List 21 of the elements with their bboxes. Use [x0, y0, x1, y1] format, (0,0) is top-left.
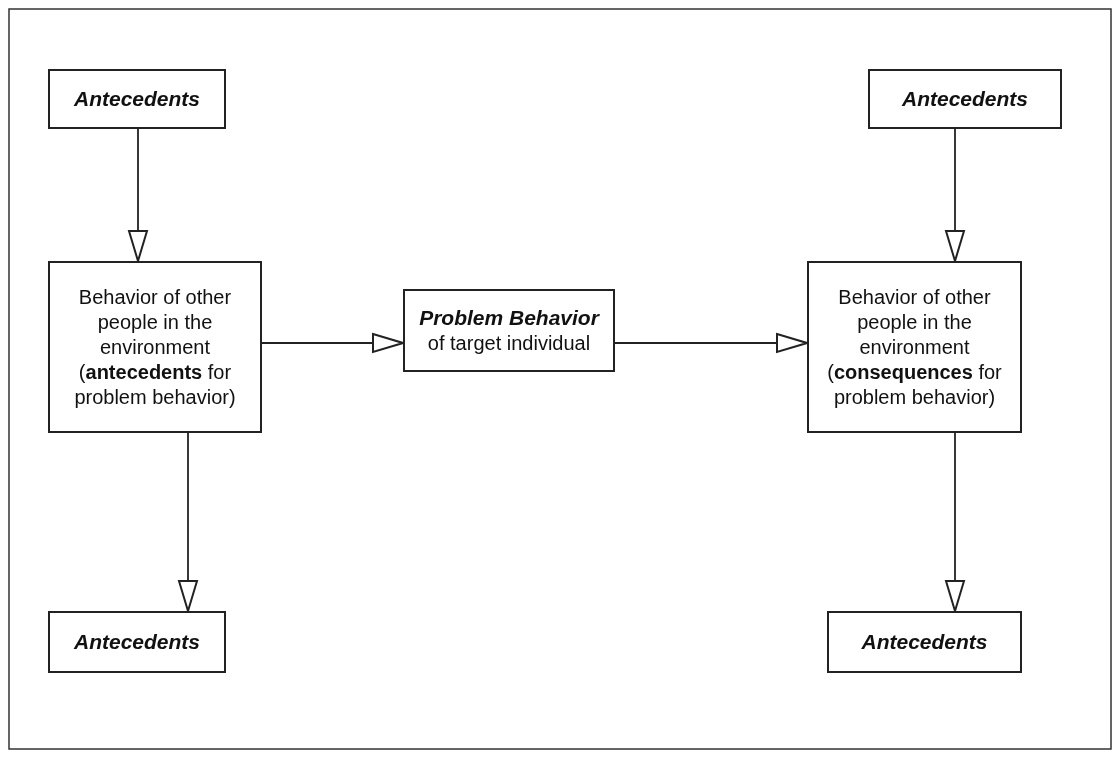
- antecedent-box: [48, 611, 226, 673]
- antecedent-box: [48, 69, 226, 129]
- arrow: [945, 432, 965, 612]
- arrow: [178, 432, 198, 612]
- antecedent-box: [827, 611, 1022, 673]
- node-text: of target individual: [427, 331, 591, 357]
- heading-text: Problem Behavior: [419, 304, 599, 331]
- heading-text: Antecedents: [74, 85, 200, 112]
- heading-text: Antecedents: [902, 85, 1028, 112]
- arrow: [261, 333, 404, 353]
- heading-text: Antecedents: [861, 628, 988, 655]
- node-text: Behavior of other people in the environment (consequences for problem behavior): [826, 284, 1003, 410]
- problem-behavior-box: [403, 289, 615, 372]
- behavior-box: [807, 261, 1022, 433]
- arrow: [128, 128, 148, 262]
- node-text: Behavior of other people in the environment (antecedents for problem behavior): [73, 284, 237, 410]
- arrow: [945, 128, 965, 262]
- heading-text: Antecedents: [74, 628, 200, 655]
- antecedent-box: [868, 69, 1062, 129]
- behavior-box: [48, 261, 262, 433]
- arrow: [614, 333, 808, 353]
